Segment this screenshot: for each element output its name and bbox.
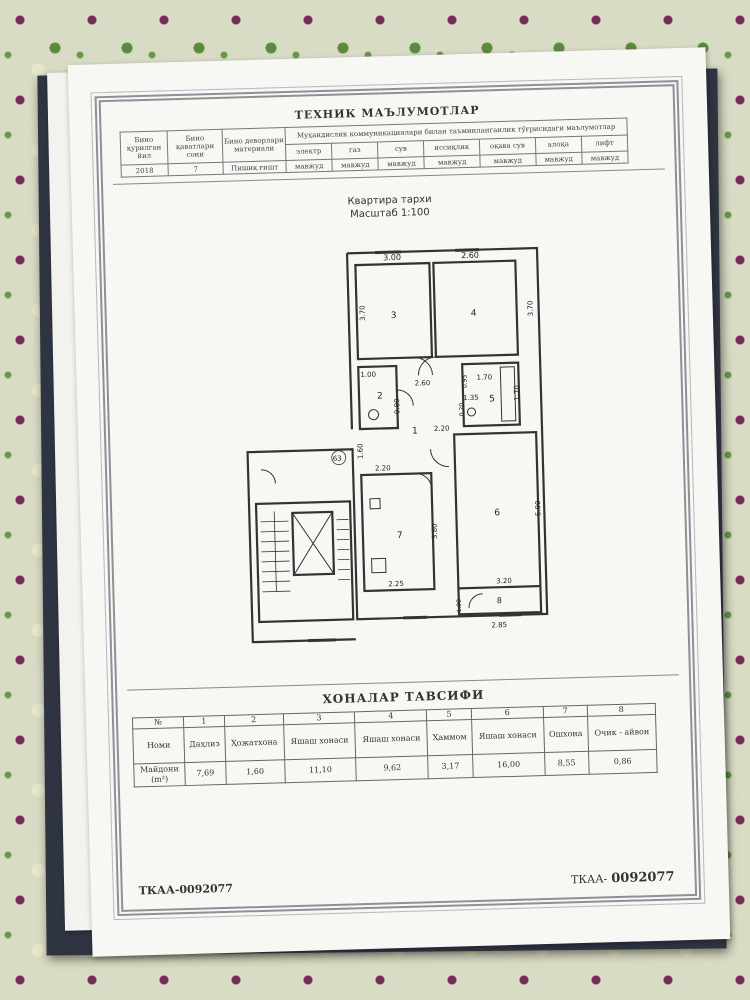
room4-width-label: 2.60	[461, 251, 479, 260]
rooms-name-label: Номи	[132, 727, 185, 765]
hall-b-label: 2.20	[375, 464, 391, 472]
hall-number: 1	[412, 426, 418, 436]
col-floors-header: Бино қаватлари сони	[167, 129, 223, 164]
balcony-height-label: 1.00	[456, 599, 463, 613]
room6-height-label: 5.00	[534, 500, 542, 516]
utility-electric: электр	[285, 142, 333, 161]
room-name-4: Яшаш хонаси	[355, 720, 428, 758]
col-material-header: Бино деворлари материали	[222, 127, 286, 163]
tech-data-table: Бино қурилган йил Бино қаватлари сони Би…	[120, 117, 629, 178]
document-code-left: ТКАА-0092077	[138, 881, 234, 898]
room6-number: 6	[494, 508, 500, 518]
utility-sewer: оқава сув	[479, 137, 536, 156]
room4-height-label: 3.70	[526, 301, 534, 317]
room6-width-label: 3.20	[496, 577, 512, 585]
document-code-number: 0092077	[611, 869, 675, 887]
rooms-table: № 1 2 3 4 5 6 7 8 Номи Даҳлиз Ҳожатхона …	[132, 703, 658, 788]
col-year-header: Бино қурилган йил	[120, 130, 168, 166]
plan-title-block: Квартира тархи Масштаб 1:100	[114, 186, 667, 227]
hall-width-label: 2.60	[415, 379, 431, 387]
document-code-right: ТКАА-0092077	[571, 869, 675, 887]
door-arcs	[261, 356, 517, 609]
bath-c-label: 0.20	[458, 403, 465, 417]
rooms-area-label: Майдони (m²)	[133, 762, 186, 788]
floor-plan: 3.00 2.60 3.70 3.70 3 4 1.00 2 0.80 2.60…	[197, 233, 568, 653]
room7-width-label: 2.25	[388, 580, 404, 588]
room-name-8: Очик - айвон	[587, 714, 657, 752]
balcony-number: 8	[497, 596, 502, 605]
page-frame: ТЕХНИК МАЪЛУМОТЛАР Бино қурилган йил Бин…	[90, 75, 706, 921]
bath-width-label: 1.70	[476, 373, 492, 381]
status-water: мавжуд	[378, 156, 425, 170]
room4-number: 4	[471, 309, 477, 319]
room-area-1: 7,69	[184, 761, 226, 786]
hall-c-label: 2.20	[434, 425, 450, 433]
room-name-1: Даҳлиз	[183, 726, 226, 763]
wc-top-label: 1.00	[360, 371, 376, 379]
hall-a-label: 1.60	[356, 443, 364, 459]
document-code-prefix: ТКАА-	[570, 872, 608, 887]
room-area-7: 8,55	[544, 751, 589, 776]
status-elevator: мавжуд	[581, 151, 629, 165]
room-area-5: 3,17	[427, 754, 474, 779]
bath-b-label: 1.35	[463, 394, 479, 402]
room-area-2: 1,60	[225, 759, 285, 785]
value-year: 2018	[120, 163, 169, 178]
room3-number: 3	[391, 311, 397, 321]
technical-passport-page: ТЕХНИК МАЪЛУМОТЛАР Бино қурилган йил Бин…	[67, 47, 731, 957]
apartment-number: 63	[333, 455, 342, 463]
status-heating: мавжуд	[424, 155, 481, 169]
wall-lines	[246, 246, 549, 644]
status-telecom: мавжуд	[535, 152, 582, 166]
balcony-width-label: 2.85	[491, 621, 507, 629]
utility-telecom: алоқа	[535, 135, 582, 154]
wc-number: 2	[377, 391, 383, 401]
utility-gas: газ	[331, 141, 379, 160]
value-floors: 7	[167, 162, 224, 176]
room-name-6: Яшаш хонаси	[471, 717, 545, 755]
bath-number: 5	[489, 394, 495, 404]
status-electric: мавжуд	[285, 159, 333, 173]
utility-water: сув	[377, 140, 425, 159]
status-gas: мавжуд	[332, 158, 379, 172]
utility-heating: иссиқлик	[423, 138, 480, 157]
room3-height-label: 3.70	[358, 305, 366, 321]
room-name-2: Ҳожатхона	[224, 724, 285, 762]
apartment-number-circle	[331, 450, 347, 466]
value-material: Пишиқ ғишт	[222, 160, 287, 175]
window-marks	[307, 248, 522, 643]
room-name-5: Ҳаммом	[426, 719, 473, 756]
room7-height-label: 3.80	[431, 523, 439, 539]
floor-plan-drawing: 3.00 2.60 3.70 3.70 3 4 1.00 2 0.80 2.60…	[246, 246, 549, 644]
room-name-7: Ошхона	[543, 716, 589, 753]
room-area-8: 0,86	[588, 749, 658, 775]
room-area-4: 9,62	[356, 755, 429, 781]
bath-height-label: 1.70	[513, 385, 521, 401]
room-area-6: 16,00	[472, 752, 545, 778]
room-name-3: Яшаш хонаси	[283, 722, 357, 760]
stair-treads	[260, 511, 351, 593]
room3-width-label: 3.00	[383, 253, 401, 262]
bath-a-label: 0.95	[461, 374, 468, 388]
wc-width-label: 0.80	[393, 398, 401, 414]
room7-number: 7	[397, 531, 403, 541]
room-area-3: 11,10	[284, 757, 357, 783]
status-sewer: мавжуд	[479, 153, 536, 168]
utility-elevator: лифт	[581, 134, 628, 153]
